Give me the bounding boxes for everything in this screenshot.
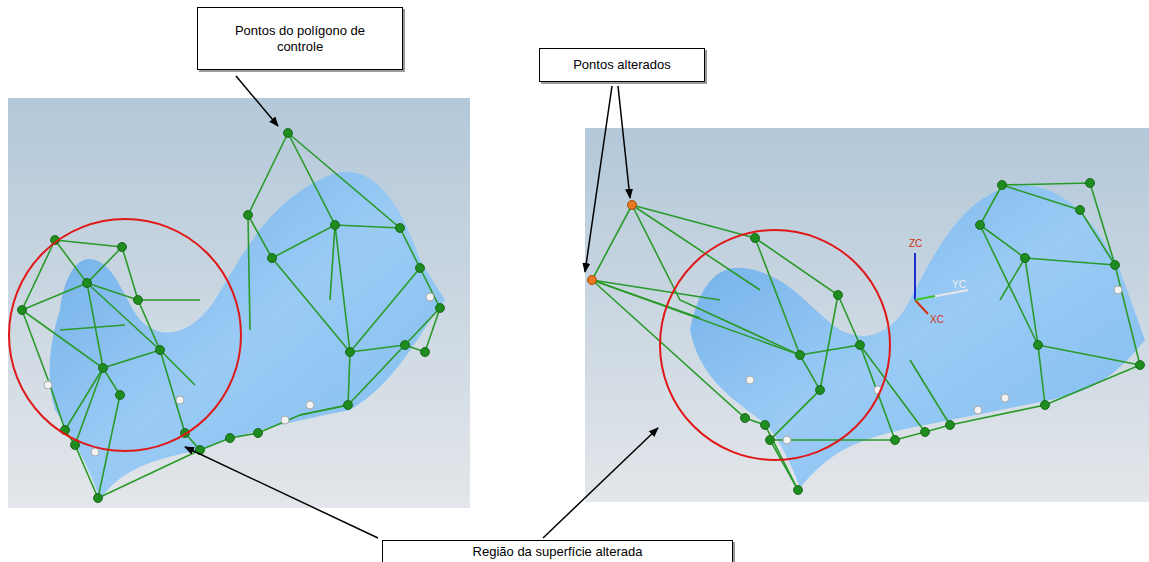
axis-label: XC [930,314,944,326]
axis-triad [915,253,968,314]
changed-point [588,201,637,285]
right-panel [585,128,1149,502]
callout-text: Pontos alterados [573,57,671,73]
highlight-circle [9,219,241,451]
callout-text: Região da superfície alterada [473,544,643,560]
control-point [741,179,1145,495]
leader-arrow [185,76,658,538]
axis-label: YC [952,279,966,291]
control-point [18,129,445,503]
left-panel [8,98,470,508]
axis-label: ZC [909,238,922,250]
control-net [592,183,1140,490]
surface-point [746,286,1122,444]
callout-box: Pontos alterados [539,48,705,82]
callout-box: Região da superfície alterada [382,540,733,562]
highlight-circle [660,230,890,460]
callout-box: Pontos do polígono de controle [197,7,403,70]
callout-text: Pontos do polígono de controle [218,23,383,55]
